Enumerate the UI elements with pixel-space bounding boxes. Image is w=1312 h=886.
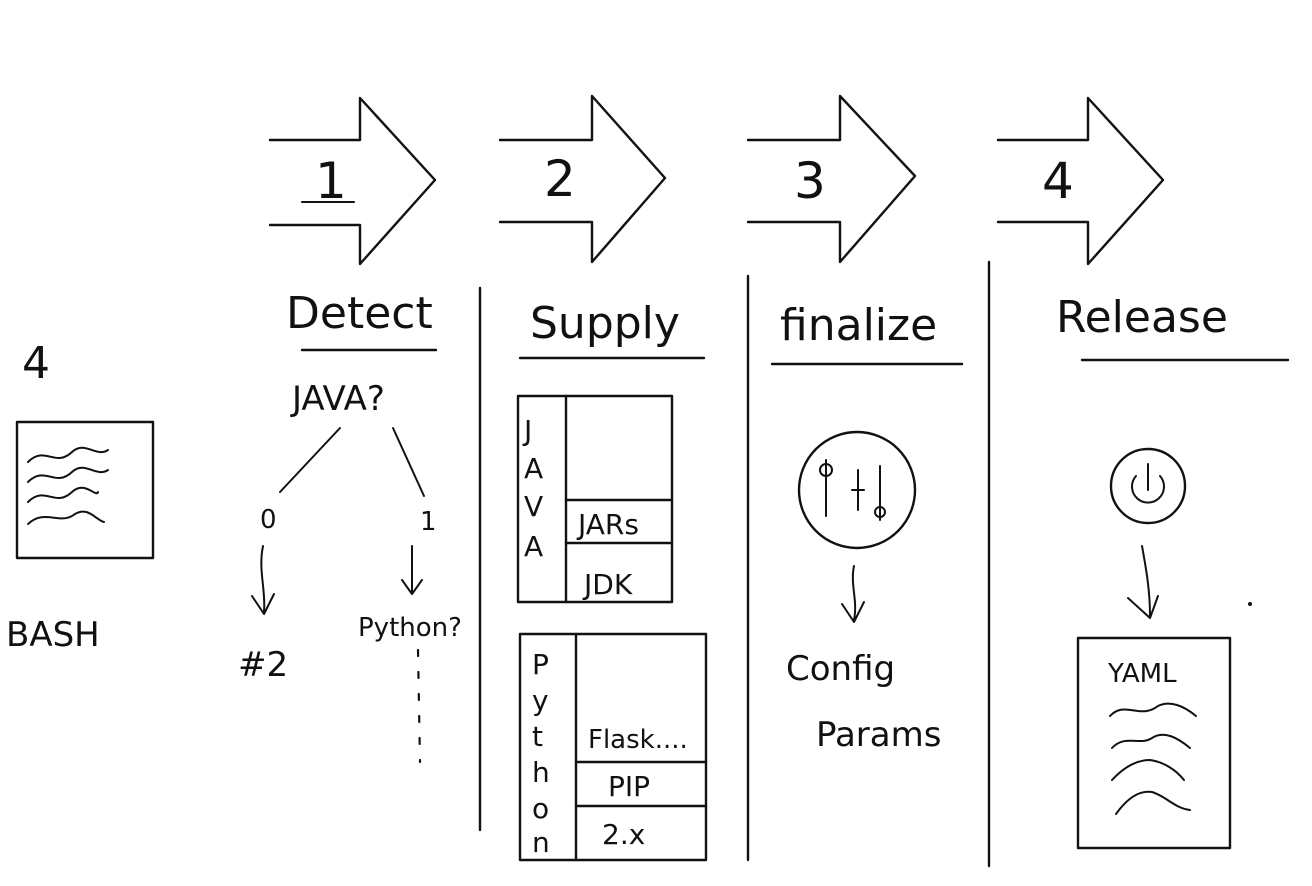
finalize-line-2: Params <box>816 715 941 755</box>
script-document-icon <box>15 420 155 560</box>
step-number-4: 4 <box>1042 152 1074 210</box>
step-arrow-2: 2 <box>498 94 667 264</box>
java-layer-jdk: JDK <box>582 568 633 601</box>
python-letter: t <box>532 720 543 753</box>
detect-question: JAVA? <box>290 379 385 419</box>
java-letter: V <box>524 490 543 523</box>
detect-no-result: #2 <box>238 645 288 685</box>
step-number-3: 3 <box>794 152 826 210</box>
python-layer-flask: Flask.... <box>588 725 688 755</box>
arrow-down-icon <box>401 545 423 595</box>
step-arrow-4: 4 <box>996 96 1165 266</box>
python-layer-version: 2.x <box>602 818 645 851</box>
step-count: 4 <box>22 338 50 389</box>
java-letter: A <box>524 452 543 485</box>
java-letter: A <box>524 530 543 563</box>
arrow-down-icon <box>1127 545 1159 619</box>
step-number-2: 2 <box>544 150 576 208</box>
continuation-dots <box>416 648 422 764</box>
python-letter: o <box>532 792 549 825</box>
power-icon <box>1109 447 1187 525</box>
step-title-finalize: finalize <box>780 300 937 351</box>
step-arrow-1: 1 <box>268 96 437 266</box>
python-letter: n <box>532 826 550 859</box>
arrow-down-icon <box>251 545 275 615</box>
java-layer-jars: JARs <box>576 508 639 541</box>
python-letter: P <box>532 648 549 681</box>
yaml-file-icon: YAML <box>1076 636 1232 850</box>
detect-yes-result: Python? <box>358 613 462 643</box>
script-label: BASH <box>6 615 100 655</box>
detect-no-value: 0 <box>260 505 277 535</box>
step-arrow-3: 3 <box>746 94 917 264</box>
java-letter: J <box>522 414 532 447</box>
finalize-line-1: Config <box>786 649 895 689</box>
step-title-detect: Detect <box>286 288 433 339</box>
step-title-supply: Supply <box>530 298 680 349</box>
arrow-down-icon <box>841 565 865 623</box>
python-layer-pip: PIP <box>608 770 650 803</box>
python-letter: y <box>532 684 549 717</box>
release-file-label: YAML <box>1107 659 1177 689</box>
step-number-1: 1 <box>315 152 347 210</box>
python-stack: P y t h o n Flask.... PIP 2.x <box>518 632 708 862</box>
step-title-release: Release <box>1056 292 1228 343</box>
sliders-icon <box>797 430 917 550</box>
python-letter: h <box>532 756 550 789</box>
detect-yes-value: 1 <box>420 507 437 537</box>
ink-dot <box>1248 602 1252 606</box>
java-stack: J A V A JARs JDK <box>516 394 674 604</box>
